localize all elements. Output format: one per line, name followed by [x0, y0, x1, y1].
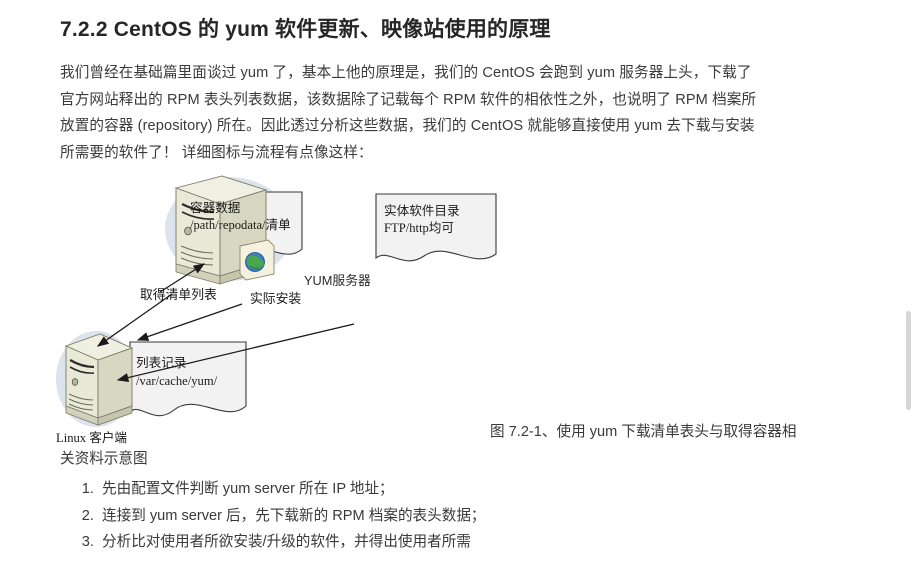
software-box-line2: FTP/http均可: [384, 221, 454, 236]
paragraph-line-4: 所需要的软件了！ 详细图标与流程有点像这样：: [60, 144, 373, 161]
repo-box-line2-cn: 清单: [265, 218, 291, 233]
software-box-label: 实体软件目录 FTP/http均可: [384, 203, 460, 237]
arrow-install-label: 实际安装: [250, 288, 301, 307]
yum-flow-diagram: 容器数据 /path/repodata/清单 实体软件目录 FTP/http均可…: [54, 174, 534, 464]
arrow-get-list-label: 取得清单列表: [140, 284, 217, 303]
arrow-to-cache: [136, 303, 243, 342]
globe-folder-icon: [239, 239, 275, 281]
paragraph-line-1: 我们曾经在基础篇里面谈过 yum 了，基本上他的原理是，我们的 CentOS 会…: [60, 65, 752, 82]
repo-box-path: /path/repodata/: [190, 218, 266, 233]
scrollbar-thumb[interactable]: [906, 311, 911, 410]
list-item: 连接到 yum server 后，先下载新的 RPM 档案的表头数据；: [98, 503, 856, 530]
figure-yum-flow: 容器数据 /path/repodata/清单 实体软件目录 FTP/http均可…: [56, 174, 856, 474]
software-document-shape: [375, 193, 497, 262]
paragraph-line-2: 官方网站释出的 RPM 表头列表数据，该数据除了记载每个 RPM 软件的相依性之…: [60, 91, 757, 108]
figure-caption: 图 7.2-1、使用 yum 下载清单表头与取得容器相: [490, 424, 797, 441]
cache-box-line1: 列表记录: [136, 356, 187, 371]
cache-box-label: 列表记录 /var/cache/yum/: [136, 354, 217, 390]
arrow-install: [116, 323, 355, 383]
vertical-scrollbar[interactable]: [900, 0, 916, 585]
arrow-download-list: [96, 293, 173, 348]
yum-server-label-text: YUM服务器: [304, 273, 371, 289]
figure-caption-continued: 关资料示意图: [60, 451, 148, 468]
document-content: 7.2.2 CentOS 的 yum 软件更新、映像站使用的原理 我们曾经在基础…: [0, 16, 916, 556]
cache-document-shape: [129, 341, 247, 417]
yum-server-label: YUM服务器: [304, 270, 371, 289]
intro-paragraph: 我们曾经在基础篇里面谈过 yum 了，基本上他的原理是，我们的 CentOS 会…: [60, 60, 856, 166]
steps-list: 先由配置文件判断 yum server 所在 IP 地址； 连接到 yum se…: [60, 476, 856, 556]
client-label: Linux 客户端: [56, 427, 127, 446]
diagram-canvas: [56, 175, 497, 428]
software-box-line1: 实体软件目录: [384, 204, 460, 219]
cache-box-line2: /var/cache/yum/: [136, 374, 218, 389]
client-label-text: Linux 客户端: [56, 431, 128, 446]
list-item: 先由配置文件判断 yum server 所在 IP 地址；: [98, 476, 856, 503]
arrow-install-text: 实际安装: [250, 291, 302, 307]
linux-client-tower: [64, 333, 134, 426]
arrow-get-list-text: 取得清单列表: [140, 287, 217, 303]
arrow-get-list: [159, 263, 206, 293]
list-item: 分析比对使用者所欲安装/升级的软件，并得出使用者所需: [98, 529, 856, 556]
page-title: 7.2.2 CentOS 的 yum 软件更新、映像站使用的原理: [60, 18, 551, 41]
paragraph-line-3: 放置的容器 (repository) 所在。因此透过分析这些数据，我们的 Cen…: [60, 118, 755, 135]
repo-box-line1: 容器数据: [190, 201, 241, 216]
repo-box-label: 容器数据 /path/repodata/清单: [190, 200, 291, 234]
